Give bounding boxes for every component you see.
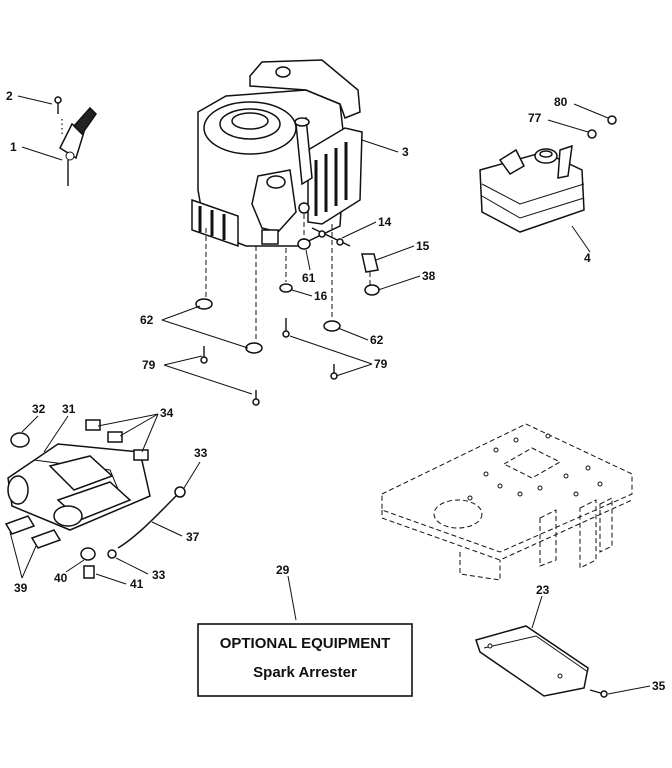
callout-61: 61 bbox=[302, 271, 316, 285]
callout-16: 16 bbox=[314, 289, 328, 303]
callout-15: 15 bbox=[416, 239, 430, 253]
optional-equipment-title: OPTIONAL EQUIPMENT bbox=[220, 635, 391, 652]
callout-79-left: 79 bbox=[142, 358, 156, 372]
mounting-hardware bbox=[195, 224, 341, 406]
callout-77: 77 bbox=[528, 111, 542, 125]
callout-39: 39 bbox=[14, 581, 28, 595]
callout-33-top: 33 bbox=[194, 446, 208, 460]
callout-4: 4 bbox=[584, 251, 591, 265]
throttle-control bbox=[54, 96, 97, 186]
callout-62-right: 62 bbox=[370, 333, 384, 347]
callout-41: 41 bbox=[130, 577, 144, 591]
callout-3: 3 bbox=[402, 145, 409, 159]
callout-32: 32 bbox=[32, 402, 46, 416]
heat-shield bbox=[475, 625, 608, 698]
callout-80: 80 bbox=[554, 95, 568, 109]
optional-equipment-subtitle: Spark Arrester bbox=[253, 664, 357, 681]
callout-2: 2 bbox=[6, 89, 13, 103]
callout-numbers: 2 1 3 80 77 4 14 15 61 38 16 62 62 79 79… bbox=[6, 89, 666, 693]
muffler bbox=[479, 115, 617, 233]
callout-23: 23 bbox=[536, 583, 550, 597]
callout-33-bottom: 33 bbox=[152, 568, 166, 582]
callout-38: 38 bbox=[422, 269, 436, 283]
optional-equipment-box: OPTIONAL EQUIPMENT Spark Arrester bbox=[197, 623, 413, 697]
air-cleaner-assembly bbox=[4, 419, 186, 579]
callout-35: 35 bbox=[652, 679, 666, 693]
callout-34: 34 bbox=[160, 406, 174, 420]
callout-14: 14 bbox=[378, 215, 392, 229]
leader-lines bbox=[9, 95, 651, 695]
callout-31: 31 bbox=[62, 402, 76, 416]
callout-62-left: 62 bbox=[140, 313, 154, 327]
fuel-fittings bbox=[279, 214, 380, 296]
callout-1: 1 bbox=[10, 140, 17, 154]
callout-40: 40 bbox=[54, 571, 68, 585]
callout-29: 29 bbox=[276, 563, 290, 577]
engine bbox=[191, 59, 363, 248]
callout-37: 37 bbox=[186, 530, 200, 544]
callout-79-right: 79 bbox=[374, 357, 388, 371]
chassis-plate bbox=[381, 423, 633, 581]
